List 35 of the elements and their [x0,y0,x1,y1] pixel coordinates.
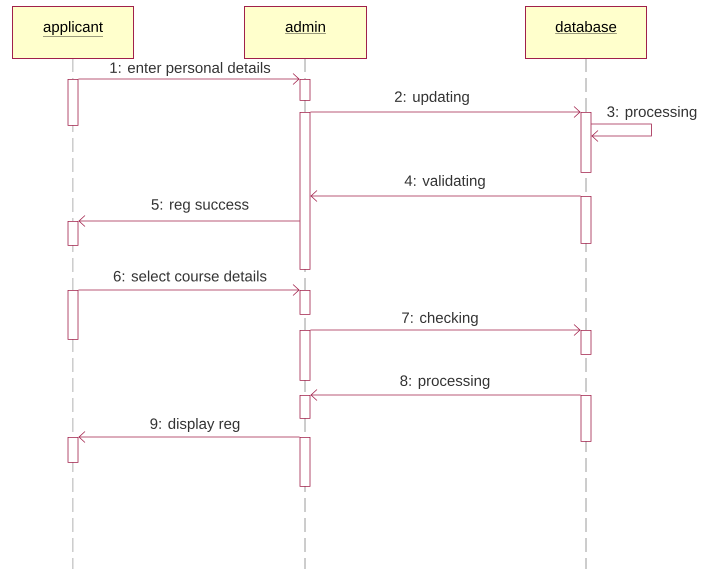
edge-label: 9: display reg [149,418,241,432]
edge-label: 1: enter personal details [108,62,272,76]
lifeline-head-box: applicant [12,6,134,59]
message-arrow [78,73,300,85]
edge-label: 7: checking [400,312,480,326]
activation-bar [68,79,78,126]
message-arrow [310,324,581,336]
activation-bar [580,330,592,355]
activation-bar [300,112,310,270]
activation-bar [580,112,592,173]
activation-bar [68,437,78,463]
edge-label: 5: reg success [150,198,250,214]
message-arrow [78,284,300,296]
message-arrow [78,431,300,443]
activation-bar [300,290,310,315]
edge-label: 4: validating [404,174,486,190]
activation-bar [68,290,78,340]
edge-label: 2: updating [394,90,470,106]
edge-label: 6: select course details [112,270,268,282]
activation-bar [300,395,310,419]
activation-bar [68,221,78,246]
message-arrow [310,190,581,202]
activation-bar [580,395,592,442]
activation-bar [580,196,592,244]
message-arrow [310,389,581,401]
activation-bar [300,330,310,381]
edge-label: 8: processing [399,374,491,390]
self-message-arrow [591,124,652,142]
lifeline-head-box: admin [244,6,367,59]
message-arrow [78,215,300,227]
edge-label: 3: processing [606,106,698,120]
lifeline-head-box: database [525,6,647,59]
activation-bar [300,437,310,487]
message-arrow [310,106,581,118]
activation-bar [300,79,310,101]
